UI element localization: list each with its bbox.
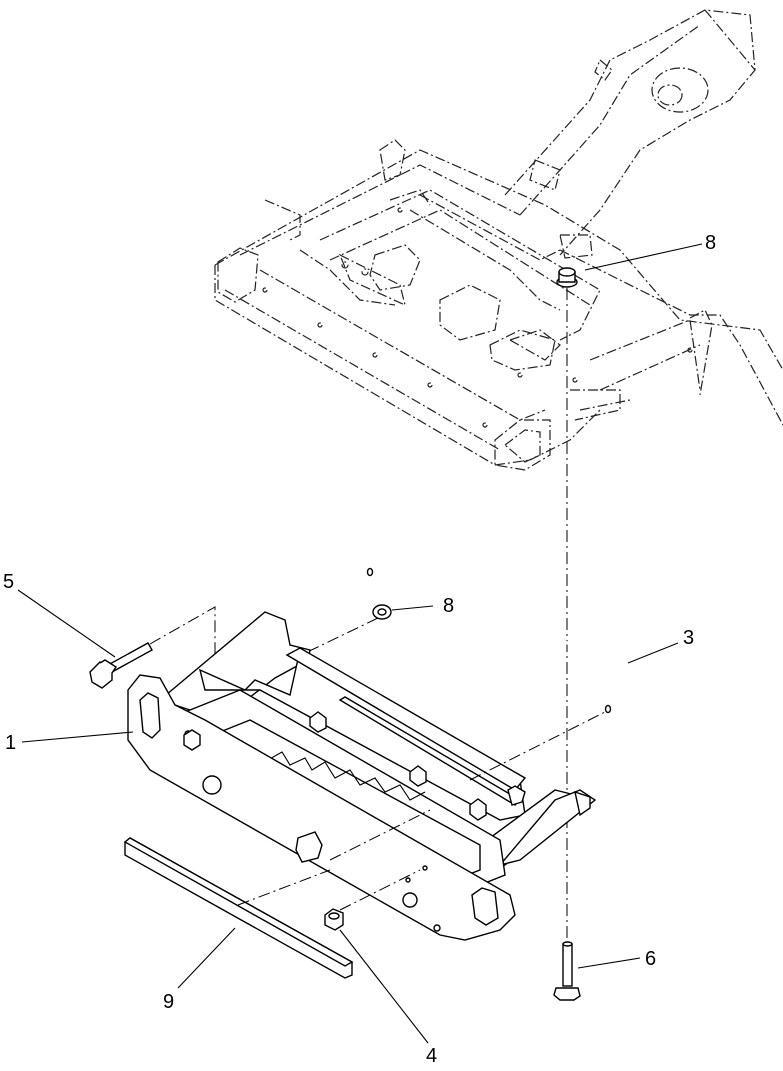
callout-1: 1 <box>5 732 16 754</box>
leader-5 <box>17 589 116 658</box>
nut-part-4 <box>324 908 344 931</box>
bracket-assembly-part-1 <box>127 611 597 941</box>
leader-6 <box>577 957 641 969</box>
mower-frame-phantom <box>214 9 783 471</box>
leader-4 <box>339 929 429 1044</box>
bolt-part-6 <box>553 941 581 1001</box>
callout-4: 4 <box>426 1045 437 1067</box>
alignment-line-bracket-inner <box>329 809 431 861</box>
alignment-line-bolt-5 <box>149 606 216 690</box>
leader-1 <box>21 731 134 743</box>
alignment-line-rod <box>469 711 606 781</box>
leader-8-upper <box>584 243 703 271</box>
callout-8-lower: 8 <box>443 595 454 617</box>
callout-labels: 8 8 3 5 1 6 4 9 <box>3 232 716 1067</box>
leader-9 <box>177 927 236 989</box>
callout-leaders <box>17 243 703 1044</box>
callout-9: 9 <box>163 991 174 1013</box>
rod-part <box>366 555 642 714</box>
callout-6: 6 <box>645 948 656 970</box>
bolt-part-5 <box>89 642 153 689</box>
alignment-line-bar <box>237 869 331 906</box>
flange-nut-lower <box>372 604 392 620</box>
alignment-line-nut-4 <box>339 869 421 911</box>
callout-5: 5 <box>3 571 14 593</box>
callout-3: 3 <box>683 627 694 649</box>
leader-3 <box>627 642 679 664</box>
leader-8-lower <box>391 605 434 611</box>
flange-nut-upper <box>556 267 578 288</box>
callout-8-upper: 8 <box>705 232 716 254</box>
weight-bar-part-9 <box>123 837 354 979</box>
